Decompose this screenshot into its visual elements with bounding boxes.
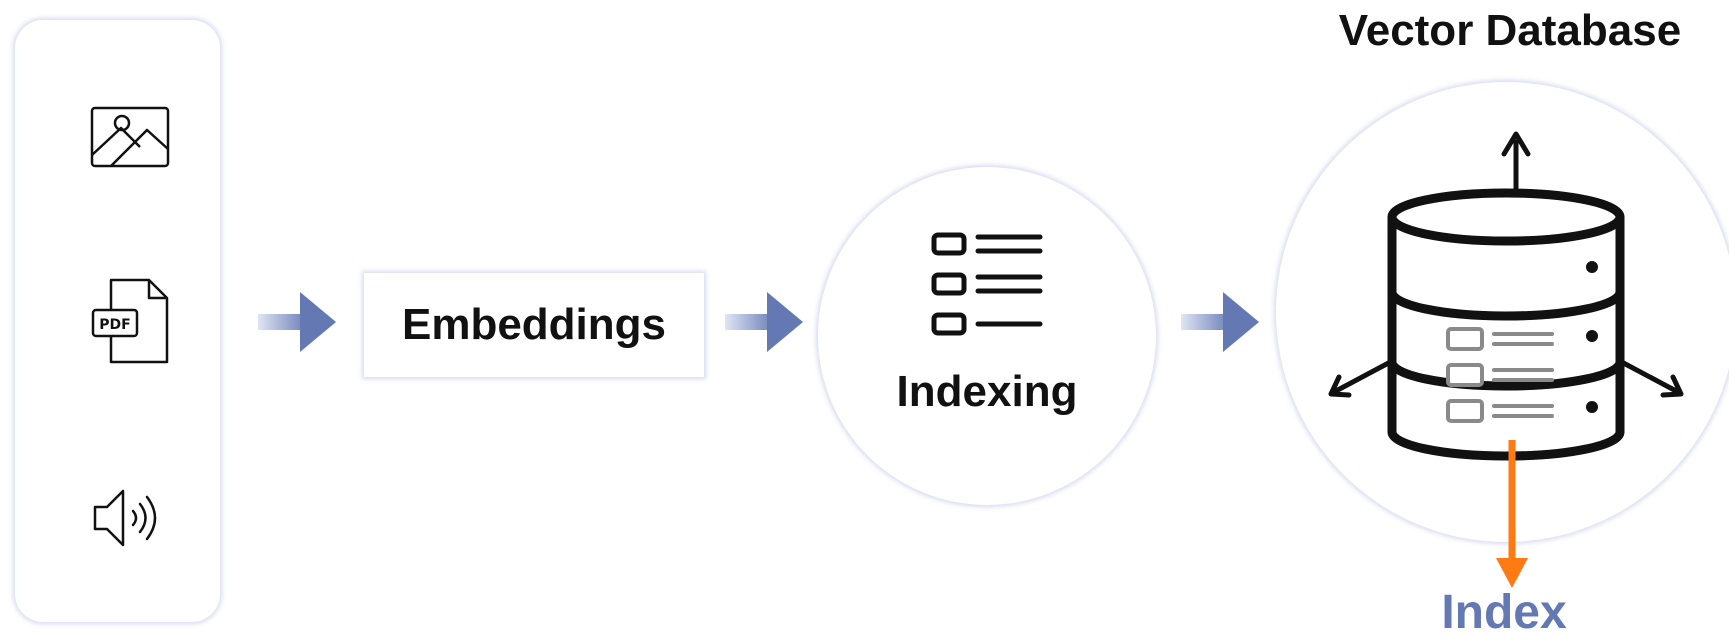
flow-arrow-2 — [725, 292, 803, 352]
database-icon — [1328, 131, 1684, 588]
embeddings-box: Embeddings — [364, 273, 704, 377]
database-cylinder — [1387, 188, 1625, 461]
indexing-circle: Indexing — [818, 167, 1156, 505]
speaker-icon — [87, 475, 173, 561]
index-label: Index — [1441, 586, 1567, 639]
pdf-badge-text: PDF — [99, 317, 130, 333]
index-list-icon — [928, 229, 1046, 341]
flow-arrow-3 — [1181, 292, 1259, 352]
index-arrow-icon — [1496, 440, 1528, 588]
right-arrow-icon — [1613, 356, 1684, 398]
index-rows-icon — [1446, 327, 1554, 423]
image-icon — [87, 97, 173, 183]
left-arrow-icon — [1328, 356, 1399, 398]
vector-database-title: Vector Database — [1338, 6, 1682, 55]
embeddings-label: Embeddings — [401, 300, 667, 349]
sources-panel: PDF — [15, 20, 220, 622]
flow-arrow-1 — [258, 292, 336, 352]
indexing-label: Indexing — [896, 367, 1078, 416]
pdf-file-icon: PDF — [87, 278, 173, 364]
status-dots — [1586, 261, 1598, 413]
